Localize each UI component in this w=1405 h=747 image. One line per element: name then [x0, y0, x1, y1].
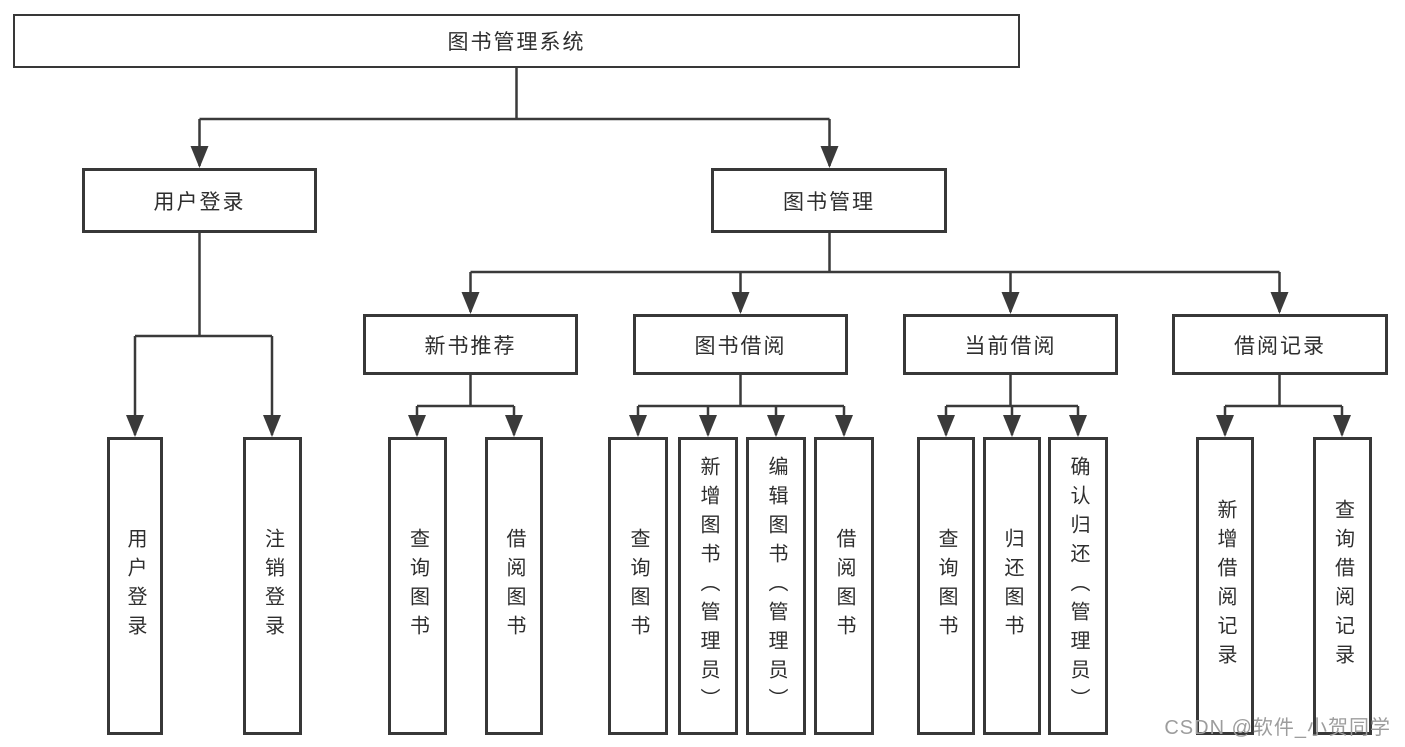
leaf-label: 查询借阅记录 [1331, 499, 1354, 673]
node-label: 图书借阅 [694, 334, 787, 358]
connector-book-mgmt [469, 233, 1281, 312]
node-label: 新书推荐 [424, 334, 517, 358]
csdn-watermark: CSDN @软件_小贺同学 [1164, 717, 1391, 739]
leaf-bb-borrow-books: 借阅图书 [814, 437, 874, 735]
node-current-borrow: 当前借阅 [903, 314, 1118, 375]
leaf-logout: 注销登录 [243, 437, 302, 735]
leaf-label: 借阅图书 [503, 528, 525, 644]
leaf-nb-query-books: 查询图书 [388, 437, 447, 735]
connector-current-borrow [944, 375, 1080, 435]
connector-borrow-records [1223, 375, 1344, 435]
node-label: 图书管理 [783, 190, 875, 214]
node-book-borrow: 图书借阅 [633, 314, 848, 375]
leaf-bb-edit-books-admin: 编辑图书（管理员） [746, 437, 806, 735]
node-label: 借阅记录 [1234, 334, 1326, 358]
leaf-cb-return-books: 归还图书 [983, 437, 1041, 735]
leaf-label: 编辑图书（管理员） [765, 455, 787, 717]
connector-book-borrow [636, 375, 846, 435]
leaf-label: 查询图书 [406, 528, 429, 644]
leaf-cb-confirm-return-admin: 确认归还（管理员） [1048, 437, 1108, 735]
connector-root [198, 68, 831, 166]
leaf-cb-query-books: 查询图书 [917, 437, 975, 735]
leaf-user-login: 用户登录 [107, 437, 163, 735]
leaf-label: 查询图书 [627, 528, 649, 644]
leaf-label: 借阅图书 [833, 528, 855, 644]
node-new-book-recommend: 新书推荐 [363, 314, 578, 375]
node-label: 图书管理系统 [447, 31, 586, 54]
node-label: 用户登录 [153, 190, 246, 214]
leaf-bb-add-books-admin: 新增图书（管理员） [678, 437, 738, 735]
leaf-label: 确认归还（管理员） [1067, 455, 1089, 717]
connector-new-books [415, 375, 516, 435]
leaf-br-query-borrow-record: 查询借阅记录 [1313, 437, 1372, 735]
leaf-br-add-borrow-record: 新增借阅记录 [1196, 437, 1254, 735]
node-borrow-records: 借阅记录 [1172, 314, 1388, 375]
leaf-label: 新增图书（管理员） [697, 455, 719, 717]
leaf-label: 注销登录 [261, 528, 284, 644]
node-library-management-system: 图书管理系统 [13, 14, 1020, 68]
connector-user-login [133, 233, 274, 435]
node-user-login: 用户登录 [82, 168, 317, 233]
node-book-management: 图书管理 [711, 168, 947, 233]
leaf-label: 用户登录 [124, 528, 146, 644]
leaf-label: 查询图书 [935, 528, 957, 644]
leaf-bb-query-books: 查询图书 [608, 437, 668, 735]
leaf-label: 归还图书 [1001, 528, 1023, 644]
node-label: 当前借阅 [964, 334, 1057, 358]
leaf-label: 新增借阅记录 [1214, 499, 1236, 673]
leaf-nb-borrow-books: 借阅图书 [485, 437, 543, 735]
